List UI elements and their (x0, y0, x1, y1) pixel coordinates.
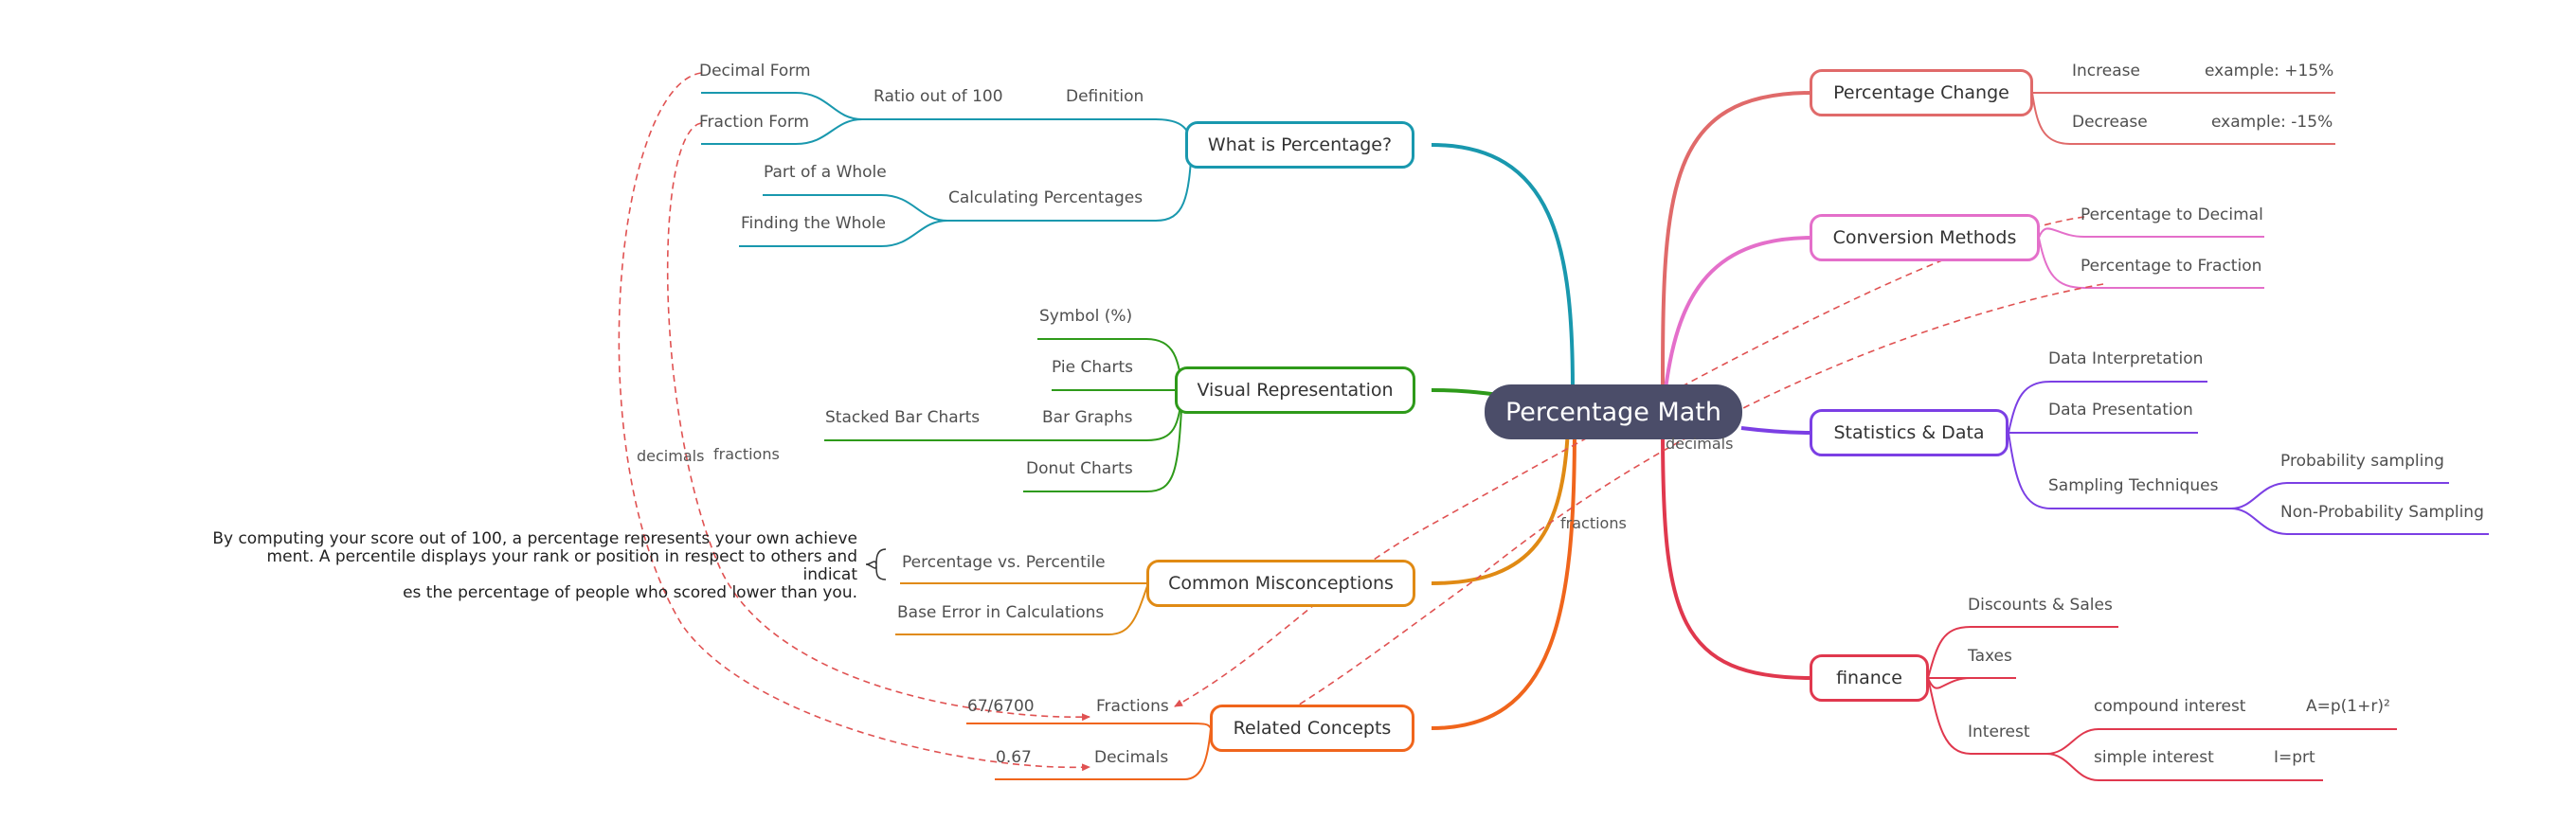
calculating-label[interactable]: Calculating Percentages (948, 188, 1144, 207)
definition-label[interactable]: Definition (1066, 87, 1144, 106)
fractions-example-label[interactable]: 67/6700 (967, 697, 1035, 716)
note-brace (865, 548, 887, 580)
discounts-label[interactable]: Discounts & Sales (1968, 596, 2113, 615)
note-line: indicat (802, 565, 857, 584)
compound-formula-label[interactable]: A=p(1+r)² (2306, 697, 2390, 716)
compound-interest-label[interactable]: compound interest (2094, 697, 2246, 716)
decrease-link (2031, 92, 2335, 145)
simple-link (2045, 753, 2323, 781)
percentage-change-node[interactable]: Percentage Change (1810, 69, 2033, 116)
donut-charts-label[interactable]: Donut Charts (1026, 459, 1133, 478)
fractions-link (966, 723, 1212, 729)
finding-whole-label[interactable]: Finding the Whole (741, 214, 886, 233)
related-concepts-node[interactable]: Related Concepts (1210, 705, 1414, 752)
interest-label[interactable]: Interest (1968, 723, 2030, 741)
base-error-link (895, 582, 1149, 635)
decrease-example-label[interactable]: example: -15% (2211, 113, 2333, 132)
pie-charts-label[interactable]: Pie Charts (1052, 358, 1134, 377)
bar-graphs-label[interactable]: Bar Graphs (1042, 408, 1133, 427)
note-line: ment. A percentile displays your rank or… (266, 547, 857, 566)
interest-link (1927, 677, 2046, 755)
finance-node[interactable]: finance (1810, 654, 1929, 702)
decimal-form-label[interactable]: Decimal Form (699, 62, 811, 80)
visual-representation-node[interactable]: Visual Representation (1175, 366, 1415, 414)
conversion-methods-node[interactable]: Conversion Methods (1810, 214, 2040, 261)
interpretation-link (2008, 381, 2207, 434)
cross-link-fractions-right-label: fractions (1560, 514, 1627, 532)
root-to-finance-link (1661, 427, 1812, 680)
sampling-label[interactable]: Sampling Techniques (2048, 476, 2219, 495)
root-to-conversion-link (1664, 236, 1812, 390)
donut-link (1023, 389, 1183, 492)
fraction-form-label[interactable]: Fraction Form (699, 113, 810, 132)
decrease-label[interactable]: Decrease (2072, 113, 2148, 132)
root-node[interactable]: Percentage Math (1485, 384, 1742, 439)
root-to-definition-link (1431, 143, 1575, 390)
common-misconceptions-node[interactable]: Common Misconceptions (1146, 560, 1415, 607)
ratio-label[interactable]: Ratio out of 100 (874, 87, 1003, 106)
part-of-whole-label[interactable]: Part of a Whole (764, 163, 887, 182)
cross-link-fractions-left (666, 122, 1090, 722)
finding-whole-link (739, 220, 948, 247)
symbol-label[interactable]: Symbol (%) (1039, 307, 1133, 326)
cross-link-fractions-left-label: fractions (713, 445, 780, 463)
note-line: es the percentage of people who scored l… (403, 583, 857, 602)
root-to-stats-link (1740, 426, 1812, 435)
sampling-link (2008, 432, 2231, 509)
percentile-note: By computing your score out of 100, a pe… (189, 530, 857, 602)
base-error-label[interactable]: Base Error in Calculations (897, 603, 1105, 622)
simple-formula-label[interactable]: I=prt (2274, 748, 2315, 767)
fractions-label[interactable]: Fractions (1096, 697, 1169, 716)
decimals-label[interactable]: Decimals (1094, 748, 1169, 767)
decimals-link (995, 727, 1212, 780)
discounts-link (1927, 626, 2118, 679)
stacked-bar-label[interactable]: Stacked Bar Charts (825, 408, 981, 427)
decimals-example-label[interactable]: 0.67 (996, 748, 1032, 767)
part-of-whole-link (763, 194, 948, 222)
root-to-related-link (1431, 427, 1576, 730)
statistics-data-node[interactable]: Statistics & Data (1810, 409, 2009, 456)
cross-link-decimals-right-label: decimals (1666, 435, 1734, 453)
decimal-form-link (701, 92, 863, 120)
note-line: By computing your score out of 100, a pe… (212, 529, 857, 548)
increase-label[interactable]: Increase (2072, 62, 2140, 80)
simple-interest-label[interactable]: simple interest (2094, 748, 2214, 767)
to-decimal-link (2038, 227, 2264, 239)
probability-link (2230, 482, 2449, 509)
root-to-change-link (1661, 91, 1812, 390)
interpretation-label[interactable]: Data Interpretation (2048, 349, 2204, 368)
presentation-label[interactable]: Data Presentation (2048, 401, 2193, 419)
cross-link-decimals-left-label: decimals (637, 447, 705, 465)
percentile-label[interactable]: Percentage vs. Percentile (902, 553, 1106, 572)
taxes-label[interactable]: Taxes (1968, 647, 2012, 666)
increase-example-label[interactable]: example: +15% (2205, 62, 2334, 80)
definition-underline (1042, 118, 1193, 146)
cross-link-decimals-left (618, 72, 1090, 772)
to-fraction-link (2038, 237, 2264, 289)
to-fraction-label[interactable]: Percentage to Fraction (2081, 257, 2262, 276)
to-decimal-label[interactable]: Percentage to Decimal (2081, 205, 2263, 224)
non-probability-label[interactable]: Non-Probability Sampling (2280, 503, 2484, 522)
probability-label[interactable]: Probability sampling (2280, 452, 2444, 471)
root-to-misconceptions-link (1431, 427, 1570, 585)
taxes-link-curve (1927, 677, 1972, 689)
what-is-percentage-node[interactable]: What is Percentage? (1185, 121, 1414, 169)
fraction-form-link (701, 118, 863, 145)
compound-link (2045, 728, 2397, 755)
cross-link-fractions-right (1221, 283, 2104, 746)
calculating-link (947, 144, 1193, 222)
non-probability-link (2230, 508, 2489, 535)
